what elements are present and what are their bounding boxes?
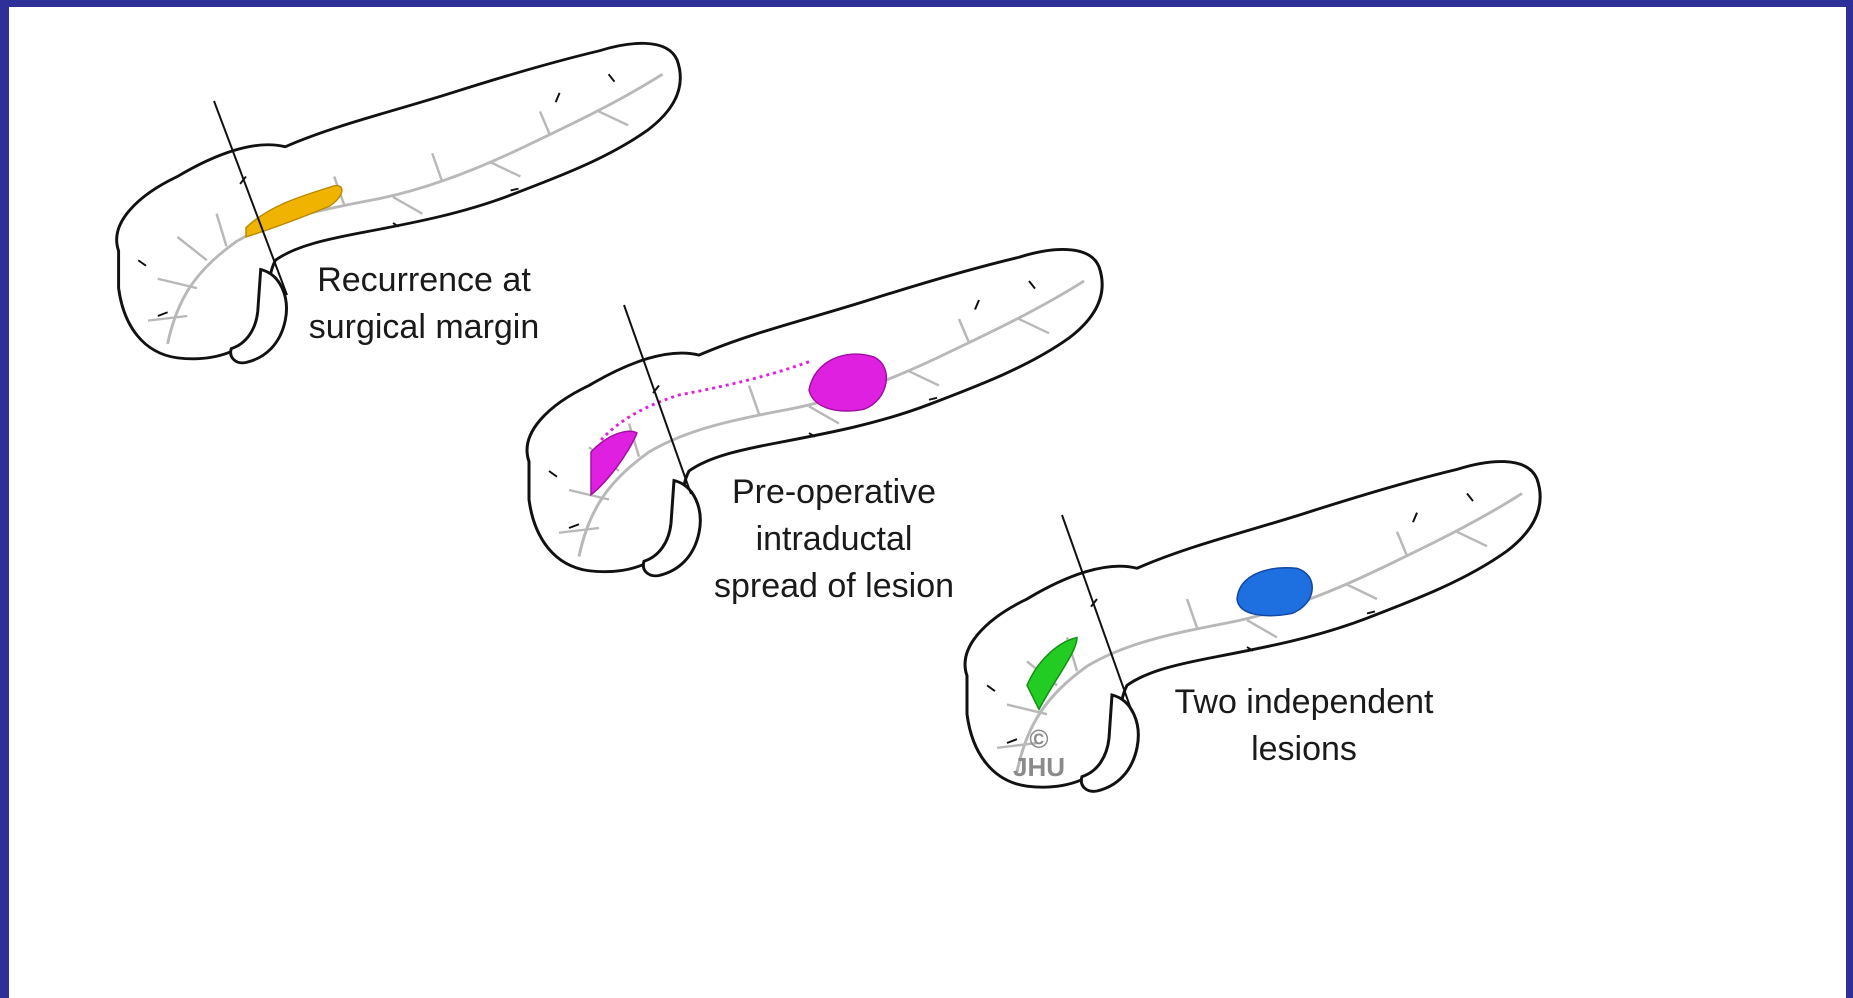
caption-recurrence: Recurrence at surgical margin — [294, 257, 554, 351]
copyright-symbol: © — [1009, 725, 1069, 753]
copyright-text: JHU — [1009, 753, 1069, 781]
figure-canvas: Recurrence at surgical margin Pre-operat… — [9, 7, 1846, 998]
caption-intraductal-spread: Pre-operative intraductal spread of lesi… — [704, 469, 964, 610]
copyright-mark: © JHU — [1009, 725, 1069, 781]
caption-two-lesions: Two independent lesions — [1154, 679, 1454, 773]
